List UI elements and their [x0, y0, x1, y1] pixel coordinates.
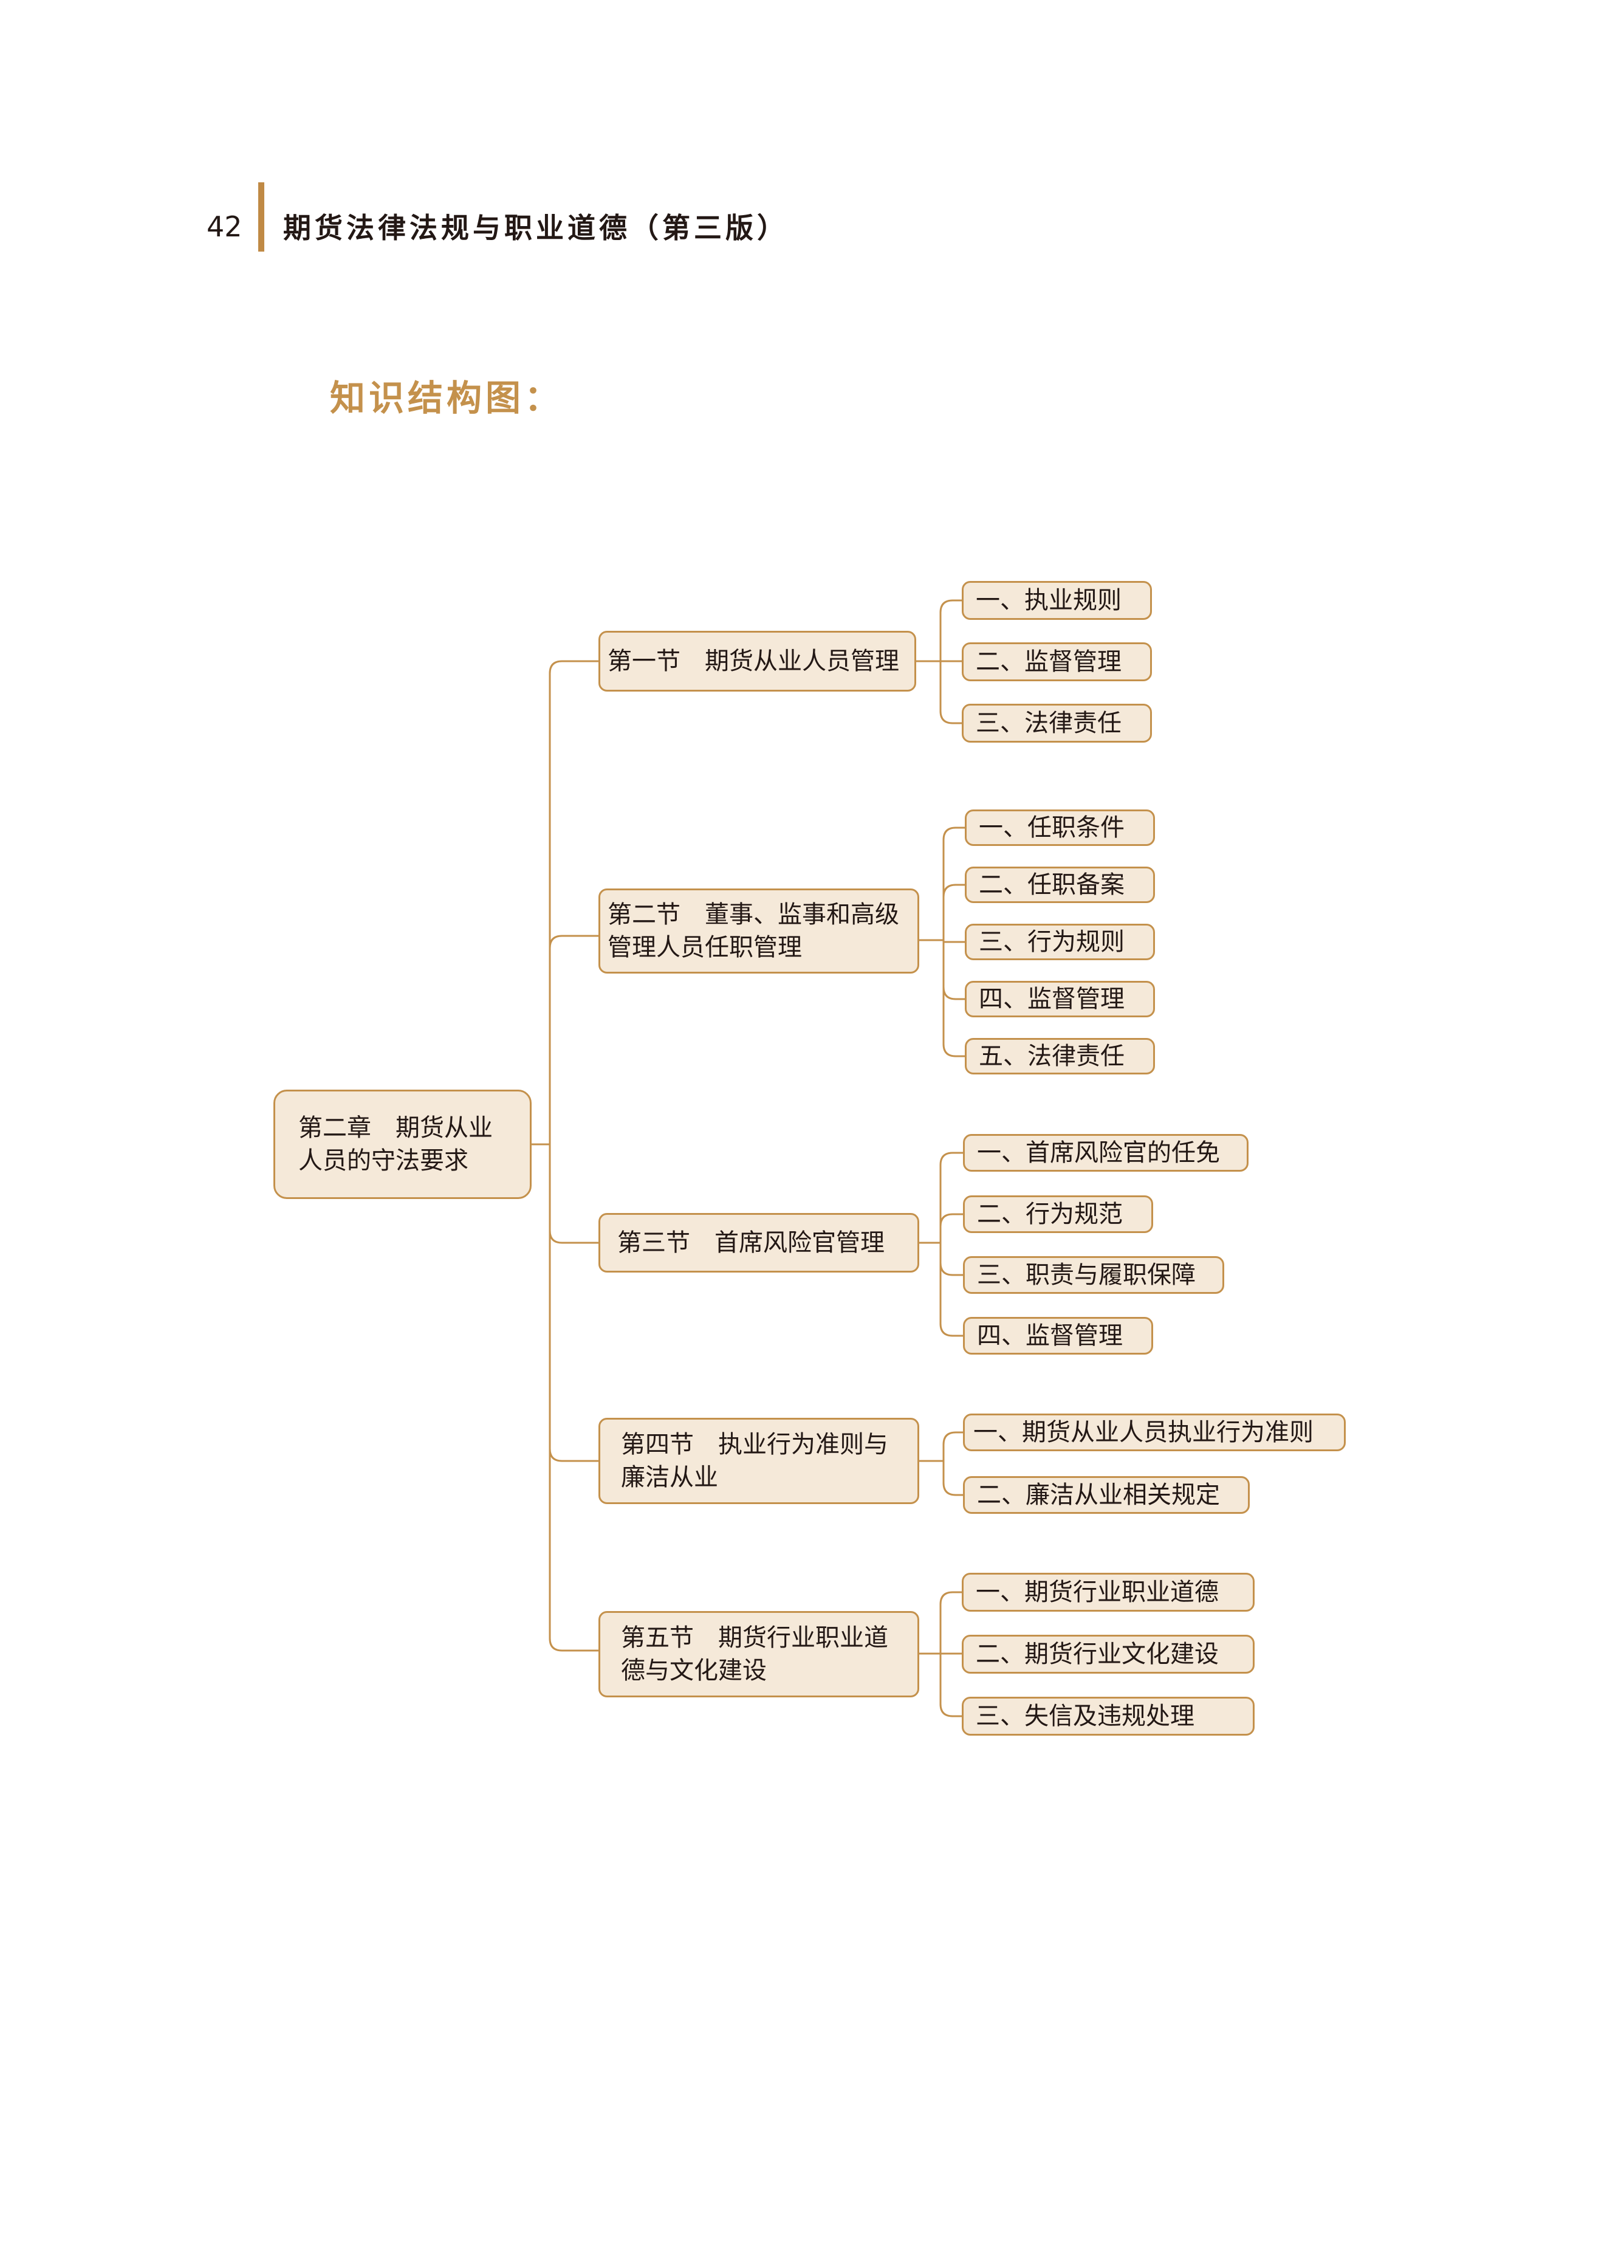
connector-section-2	[549, 935, 598, 949]
item-node-2-4: 四、监督管理	[965, 981, 1155, 1017]
item-node-label: 一、期货行业职业道德	[976, 1578, 1219, 1606]
section-node-3: 第三节 首席风险官管理	[598, 1213, 919, 1273]
item-node-5-3: 三、失信及违规处理	[962, 1697, 1255, 1736]
item-node-label: 二、廉洁从业相关规定	[977, 1481, 1220, 1509]
item-node-label: 五、法律责任	[979, 1042, 1125, 1070]
item-node-5-2: 二、期货行业文化建设	[962, 1635, 1255, 1674]
item-node-2-1: 一、任职条件	[965, 809, 1155, 846]
item-node-label: 三、失信及违规处理	[976, 1702, 1194, 1730]
item-node-4-1: 一、期货从业人员执业行为准则	[963, 1414, 1346, 1451]
root-node-label: 第二章 期货从业 人员的守法要求	[298, 1114, 493, 1175]
item-node-label: 一、首席风险官的任免	[977, 1139, 1220, 1167]
item-node-4-2: 二、廉洁从业相关规定	[963, 1476, 1250, 1514]
connector-s3-i2	[939, 1213, 963, 1227]
item-node-2-3: 三、行为规则	[965, 924, 1155, 960]
section-node-label: 第三节 首席风险官管理	[617, 1229, 885, 1257]
item-node-label: 二、行为规范	[977, 1200, 1123, 1228]
connector-s3-i3	[939, 1262, 963, 1276]
connector-s4-i2	[942, 1461, 963, 1496]
section-node-label: 第五节 期货行业职业道 德与文化建设	[621, 1624, 888, 1685]
item-node-label: 三、法律责任	[976, 709, 1122, 737]
item-node-label: 一、任职条件	[979, 814, 1125, 842]
item-node-label: 四、监督管理	[977, 1322, 1123, 1350]
item-node-label: 一、执业规则	[976, 586, 1122, 614]
connector-s1-i1	[939, 599, 962, 661]
item-node-label: 二、期货行业文化建设	[976, 1640, 1219, 1668]
connector-section-3	[549, 1230, 598, 1244]
item-node-label: 二、监督管理	[976, 648, 1122, 676]
connector-s5-i1	[939, 1591, 962, 1654]
connector-s3-i1	[939, 1152, 963, 1243]
book-title: 期货法律法规与职业道德（第三版）	[283, 211, 789, 244]
item-node-label: 二、任职备案	[979, 871, 1125, 899]
section-node-4: 第四节 执业行为准则与 廉洁从业	[598, 1418, 919, 1504]
section-node-2: 第二节 董事、监事和高级 管理人员任职管理	[598, 888, 919, 974]
connector-s2-i5	[942, 940, 965, 1057]
item-node-3-3: 三、职责与履职保障	[963, 1256, 1224, 1294]
connector-s2-i2	[942, 884, 965, 898]
item-node-label: 一、期货从业人员执业行为准则	[973, 1418, 1314, 1446]
root-node-chapter-2: 第二章 期货从业 人员的守法要求	[273, 1090, 532, 1199]
connector-s1-i3	[939, 661, 962, 724]
section-node-label: 第二节 董事、监事和高级 管理人员任职管理	[608, 901, 899, 961]
item-node-label: 四、监督管理	[979, 985, 1125, 1013]
connector-s3-i4	[939, 1243, 963, 1337]
page-number: 42	[207, 210, 242, 243]
item-node-3-4: 四、监督管理	[963, 1317, 1153, 1355]
item-node-1-1: 一、执业规则	[962, 581, 1152, 620]
item-node-label: 三、职责与履职保障	[977, 1261, 1196, 1289]
section-node-label: 第四节 执业行为准则与 廉洁从业	[621, 1431, 888, 1491]
item-node-3-2: 二、行为规范	[963, 1195, 1153, 1233]
section-node-1: 第一节 期货从业人员管理	[598, 631, 916, 692]
item-node-3-1: 一、首席风险官的任免	[963, 1134, 1249, 1172]
knowledge-map-heading: 知识结构图：	[330, 377, 564, 419]
item-node-2-5: 五、法律责任	[965, 1038, 1155, 1074]
connector-s4-i1	[942, 1431, 963, 1461]
connector-s2-i1	[942, 826, 965, 940]
header-accent-bar	[258, 182, 264, 252]
section-node-5: 第五节 期货行业职业道 德与文化建设	[598, 1611, 919, 1697]
connector-s5-i3	[939, 1654, 962, 1717]
connector-section-5	[549, 1144, 598, 1652]
item-node-label: 三、行为规则	[979, 928, 1125, 956]
item-node-1-2: 二、监督管理	[962, 642, 1152, 681]
item-node-1-3: 三、法律责任	[962, 704, 1152, 743]
connector-section-1	[549, 660, 598, 1144]
item-node-2-2: 二、任职备案	[965, 867, 1155, 903]
connector-s2-i4	[942, 986, 965, 1000]
connector-section-4	[549, 1448, 598, 1462]
item-node-5-1: 一、期货行业职业道德	[962, 1573, 1255, 1612]
section-node-label: 第一节 期货从业人员管理	[608, 647, 899, 675]
